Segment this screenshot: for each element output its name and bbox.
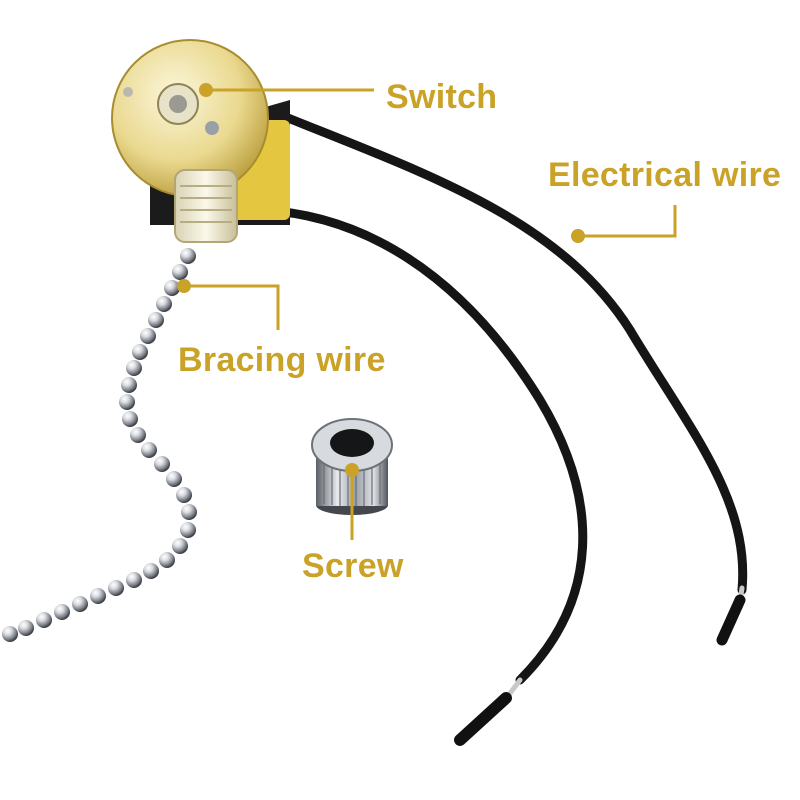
bracing-wire-label: Bracing wire [178,341,386,379]
electrical-wires [257,113,748,746]
switch-label: Switch [386,78,498,116]
screw-label: Screw [302,547,404,585]
electrical-wire-label: Electrical wire [548,156,782,194]
callout-dots [177,83,585,477]
callout-lines [184,88,677,540]
switch-housing [111,39,290,243]
bead-chain [2,248,197,642]
